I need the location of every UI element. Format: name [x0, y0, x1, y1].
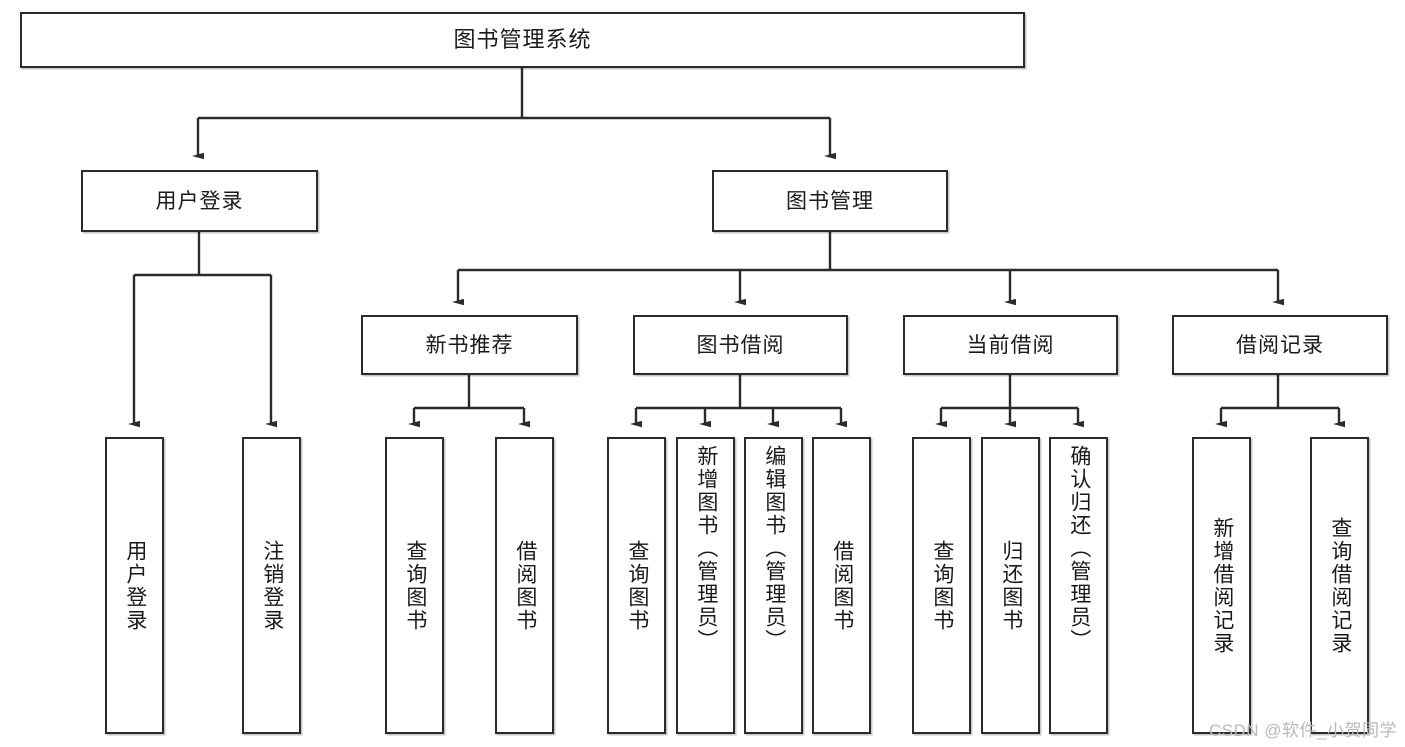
leaf-label: 查询借阅记录: [1328, 516, 1352, 655]
node-label: 图书管理: [786, 189, 874, 213]
leaf-label: 归还图书: [999, 539, 1023, 632]
node-book-management[interactable]: 图书管理: [712, 170, 948, 232]
leaf-label: 确认归还（管理员）: [1067, 445, 1091, 652]
node-user-login[interactable]: 用户登录: [81, 170, 318, 232]
leaf-label: 新增图书（管理员）: [694, 445, 718, 652]
leaf-borrow-edit-book-admin[interactable]: 编辑图书（管理员）: [744, 437, 803, 734]
leaf-label: 查询图书: [403, 539, 427, 632]
leaf-recommend-borrow-book[interactable]: 借阅图书: [495, 437, 554, 734]
leaf-label: 新增借阅记录: [1210, 516, 1234, 655]
leaf-current-query-book[interactable]: 查询图书: [912, 437, 971, 734]
leaf-user-login-logout[interactable]: 注销登录: [242, 437, 301, 734]
node-label: 新书推荐: [425, 333, 514, 357]
leaf-borrow-borrow-book[interactable]: 借阅图书: [812, 437, 871, 734]
node-borrow-record[interactable]: 借阅记录: [1172, 315, 1388, 375]
leaf-recommend-query-book[interactable]: 查询图书: [385, 437, 444, 734]
node-label: 当前借阅: [966, 333, 1055, 357]
leaf-current-confirm-return-admin[interactable]: 确认归还（管理员）: [1049, 437, 1108, 734]
leaf-borrow-query-book[interactable]: 查询图书: [607, 437, 666, 734]
leaf-record-add-record[interactable]: 新增借阅记录: [1192, 437, 1251, 734]
leaf-label: 借阅图书: [830, 539, 854, 632]
node-new-book-recommend[interactable]: 新书推荐: [361, 315, 578, 375]
leaf-label: 查询图书: [930, 539, 954, 632]
node-label: 用户登录: [155, 189, 244, 213]
leaf-borrow-add-book-admin[interactable]: 新增图书（管理员）: [676, 437, 735, 734]
node-label: 借阅记录: [1236, 333, 1324, 357]
leaf-label: 用户登录: [123, 539, 147, 632]
leaf-current-return-book[interactable]: 归还图书: [981, 437, 1040, 734]
node-book-borrow[interactable]: 图书借阅: [633, 315, 848, 375]
leaf-label: 注销登录: [260, 539, 284, 632]
node-current-borrow[interactable]: 当前借阅: [903, 315, 1118, 375]
leaf-label: 借阅图书: [513, 539, 537, 632]
leaf-record-query-record[interactable]: 查询借阅记录: [1310, 437, 1369, 734]
node-label: 图书管理系统: [453, 27, 592, 52]
leaf-label: 编辑图书（管理员）: [762, 445, 786, 652]
leaf-user-login-login[interactable]: 用户登录: [105, 437, 164, 734]
node-label: 图书借阅: [696, 333, 785, 357]
node-root-system[interactable]: 图书管理系统: [20, 12, 1025, 68]
leaf-label: 查询图书: [625, 539, 649, 632]
